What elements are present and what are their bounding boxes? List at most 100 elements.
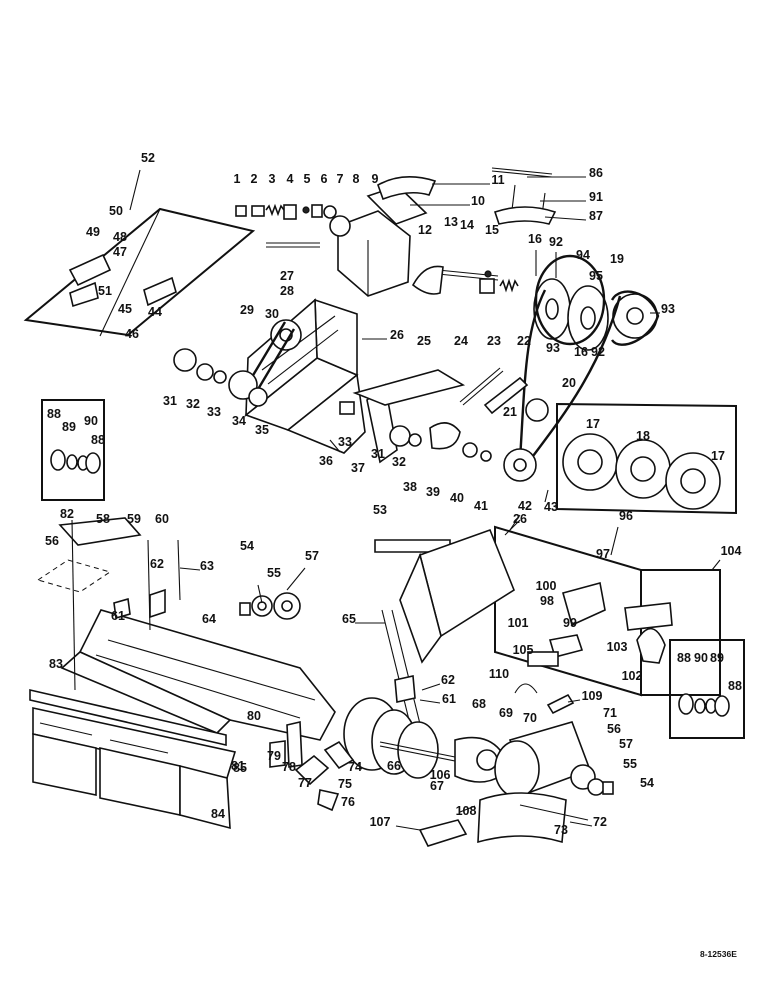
deflector-53-housing <box>374 528 515 725</box>
callout-c39: 39 <box>426 485 440 499</box>
callout-c32a: 32 <box>186 397 200 411</box>
callout-c6: 6 <box>321 172 328 186</box>
callout-c35: 35 <box>255 423 269 437</box>
callout-c32b: 32 <box>392 455 406 469</box>
callout-c34: 34 <box>232 414 246 428</box>
pulley-belt-assembly <box>503 254 660 482</box>
callout-c93a: 93 <box>661 302 675 316</box>
callout-c57b: 57 <box>619 737 633 751</box>
inset-box-88-left <box>41 399 105 501</box>
auger-flighting-66 <box>343 697 471 779</box>
callout-c47: 47 <box>113 245 127 259</box>
callout-c52: 52 <box>141 151 155 165</box>
callout-c86: 86 <box>589 166 603 180</box>
callout-c5: 5 <box>304 172 311 186</box>
callout-c11: 11 <box>491 173 504 187</box>
callout-c37: 37 <box>351 461 365 475</box>
callout-c73: 73 <box>554 823 568 837</box>
callout-c12: 12 <box>418 223 432 237</box>
callout-c68: 68 <box>472 697 486 711</box>
callout-c91: 91 <box>589 190 603 204</box>
callout-c101: 101 <box>508 616 529 630</box>
callout-c89b: 89 <box>710 651 724 665</box>
callout-c70: 70 <box>523 711 537 725</box>
leader-lines <box>179 176 660 831</box>
callout-c59: 59 <box>127 512 141 526</box>
callout-c49: 49 <box>86 225 100 239</box>
upper-shaft-15 <box>411 265 519 295</box>
callout-c15: 15 <box>485 223 499 237</box>
callout-c92a: 92 <box>549 235 563 249</box>
callout-c88c: 88 <box>677 651 691 665</box>
callout-c19: 19 <box>610 252 624 266</box>
callout-c74: 74 <box>348 760 362 774</box>
callout-c69: 69 <box>499 706 513 720</box>
callout-c33a: 33 <box>207 405 221 419</box>
callout-c87: 87 <box>589 209 603 223</box>
callout-c17b: 17 <box>711 449 725 463</box>
callout-c97: 97 <box>596 547 610 561</box>
bearing-set-54-57-upper <box>239 592 301 620</box>
callout-c60: 60 <box>155 512 169 526</box>
callout-c8: 8 <box>353 172 360 186</box>
callout-c24: 24 <box>454 334 468 348</box>
callout-c72: 72 <box>593 815 607 829</box>
callout-c51: 51 <box>98 284 112 298</box>
callout-c64: 64 <box>202 612 216 626</box>
callout-c82: 82 <box>60 507 74 521</box>
callout-c33b: 33 <box>338 435 352 449</box>
callout-c40: 40 <box>450 491 464 505</box>
callout-c61a: 61 <box>111 609 125 623</box>
callout-c80: 80 <box>247 709 261 723</box>
callout-c88d: 88 <box>728 679 742 693</box>
callout-c67: 67 <box>430 779 444 793</box>
callout-c48: 48 <box>113 230 127 244</box>
callout-c36: 36 <box>319 454 333 468</box>
callout-c96: 96 <box>619 509 633 523</box>
callout-c77: 77 <box>298 776 312 790</box>
callout-c54b: 54 <box>640 776 654 790</box>
callout-c30: 30 <box>265 307 279 321</box>
drawing-number: 8-12536E <box>700 949 737 959</box>
callout-c16a: 16 <box>528 232 542 246</box>
small-brackets-74-79 <box>269 721 355 812</box>
callout-c29: 29 <box>240 303 254 317</box>
callout-c17a: 17 <box>586 417 600 431</box>
callout-c50: 50 <box>109 204 123 218</box>
inset-box-88-right <box>669 639 745 739</box>
callout-c23: 23 <box>487 334 501 348</box>
callout-c79: 79 <box>267 749 281 763</box>
callout-c76: 76 <box>341 795 355 809</box>
callout-c58: 58 <box>96 512 110 526</box>
gearbox-102-103 <box>624 602 673 664</box>
callout-c71: 71 <box>603 706 617 720</box>
callout-c56a: 56 <box>45 534 59 548</box>
callout-c83: 83 <box>49 657 63 671</box>
callout-c21: 21 <box>503 405 517 419</box>
callout-c107: 107 <box>370 815 391 829</box>
callout-c78: 78 <box>282 760 296 774</box>
callout-c55b: 55 <box>623 757 637 771</box>
callout-c88b: 88 <box>91 433 105 447</box>
callout-c81: 81 <box>231 759 245 773</box>
callout-c57a: 57 <box>305 549 319 563</box>
callout-c53: 53 <box>373 503 387 517</box>
callout-c46: 46 <box>125 327 139 341</box>
callout-c20: 20 <box>562 376 576 390</box>
chain-107-110 <box>418 683 575 847</box>
callout-c100: 100 <box>536 579 557 593</box>
callout-c26b: 26 <box>513 512 527 526</box>
inset-88-right-parts <box>678 693 730 717</box>
callout-c16b: 16 <box>574 345 588 359</box>
callout-c18: 18 <box>636 429 650 443</box>
callout-c38: 38 <box>403 480 417 494</box>
callout-c44: 44 <box>148 305 162 319</box>
callout-c1: 1 <box>234 172 241 186</box>
chain-drive-left <box>173 319 302 407</box>
callout-c106: 106 <box>430 768 451 782</box>
callout-c10: 10 <box>471 194 485 208</box>
callout-c62b: 62 <box>441 673 455 687</box>
callout-c90b: 90 <box>694 651 708 665</box>
